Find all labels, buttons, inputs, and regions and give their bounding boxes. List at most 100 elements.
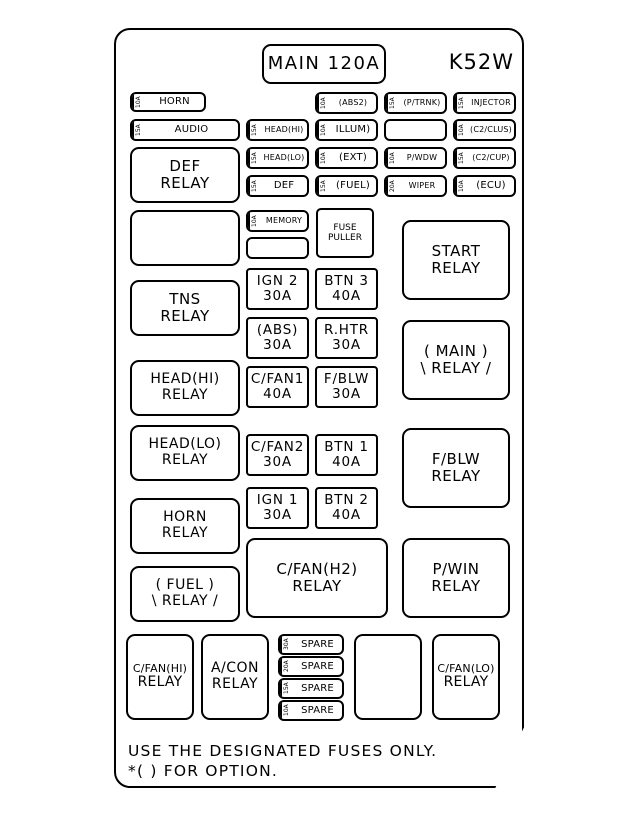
fuse-ext[interactable]: 10A (EXT) (315, 147, 378, 169)
fuse-head-hi-name: HEAD(HI) (264, 125, 304, 134)
fuse-blank-1[interactable] (246, 237, 309, 259)
fuse-r-htr[interactable]: R.HTR 30A (315, 317, 378, 359)
fuse-btn2[interactable]: BTN 2 40A (315, 487, 378, 529)
fuse-p-wdw[interactable]: 10A P/WDW (384, 147, 447, 169)
fuse-abs-name: (ABS) (256, 321, 299, 338)
relay-main-line2: \ RELAY / (420, 359, 492, 377)
relay-c-fan-hi-line1: C/FAN(HI) (132, 662, 188, 675)
fuse-abs-amp: 30A (263, 337, 292, 353)
fuse-c2-cup-amp: 15A (455, 149, 468, 167)
fuse-r-htr-amp: 30A (332, 337, 361, 353)
fuse-f-blw-amp: 30A (332, 386, 361, 402)
fuse-spare-30a-name: SPARE (301, 638, 334, 650)
fuse-memory-amp: 10A (248, 212, 261, 230)
fuse-injector-amp: 15A (455, 94, 468, 112)
relay-c-fan-lo-line1: C/FAN(LO) (437, 662, 495, 675)
relay-main-line1: ( MAIN ) (423, 342, 489, 361)
relay-start[interactable]: START RELAY (402, 220, 510, 300)
relay-main[interactable]: ( MAIN ) \ RELAY / (402, 320, 510, 400)
fuse-p-wdw-amp: 10A (386, 149, 399, 167)
fuse-puller[interactable]: FUSE PULLER (316, 208, 374, 258)
fuse-abs2[interactable]: 10A (ABS2) (315, 92, 378, 114)
relay-horn[interactable]: HORN RELAY (130, 498, 240, 554)
fuse-f-blw[interactable]: F/BLW 30A (315, 366, 378, 408)
fuse-spare-10a[interactable]: 10A SPARE (278, 700, 344, 721)
relay-def[interactable]: DEF RELAY (130, 147, 240, 203)
relay-c-fan-lo[interactable]: C/FAN(LO) RELAY (432, 634, 500, 720)
fuse-spare-15a-amp: 15A (280, 680, 293, 697)
relay-head-hi-line1: HEAD(HI) (150, 371, 220, 388)
fuse-ign2-amp: 30A (263, 288, 292, 304)
fuse-memory[interactable]: 10A MEMORY (246, 210, 309, 232)
fuse-fuel[interactable]: 15A (FUEL) (315, 175, 378, 197)
fuse-blank-2[interactable] (384, 119, 447, 141)
fuse-f-blw-name: F/BLW (323, 370, 370, 387)
relay-def-line2: RELAY (160, 174, 210, 192)
fuse-btn2-name: BTN 2 (324, 491, 369, 508)
fuse-c2-clus[interactable]: 10A (C2/CLUS) (453, 119, 516, 141)
fuse-head-hi-amp: 15A (248, 121, 261, 139)
fuse-btn2-amp: 40A (332, 507, 361, 523)
relay-c-fan-hi[interactable]: C/FAN(HI) RELAY (126, 634, 194, 720)
fuse-spare-15a[interactable]: 15A SPARE (278, 678, 344, 699)
fuse-wiper-amp: 20A (386, 177, 399, 195)
relay-horn-line2: RELAY (161, 525, 209, 541)
fuse-c-fan2-name: C/FAN2 (250, 438, 305, 455)
relay-head-hi-line2: RELAY (161, 387, 209, 403)
fuse-c2-cup[interactable]: 15A (C2/CUP) (453, 147, 516, 169)
fuse-btn3[interactable]: BTN 3 40A (315, 268, 378, 310)
relay-f-blw[interactable]: F/BLW RELAY (402, 428, 510, 508)
fuse-r-htr-name: R.HTR (324, 321, 369, 338)
footer-line-2: *( ) FOR OPTION. (128, 762, 279, 780)
fuse-c-fan2-amp: 30A (263, 454, 292, 470)
fuse-c-fan1-name: C/FAN1 (250, 370, 305, 387)
fuse-c2-cup-name: (C2/CUP) (472, 153, 510, 162)
fuse-head-hi[interactable]: 15A HEAD(HI) (246, 119, 309, 141)
fuse-c-fan1[interactable]: C/FAN1 40A (246, 366, 309, 408)
relay-c-fan-h2-line1: C/FAN(H2) (276, 560, 358, 579)
relay-head-hi[interactable]: HEAD(HI) RELAY (130, 360, 240, 416)
fuse-horn[interactable]: 10A HORN (130, 92, 206, 112)
relay-empty-1[interactable] (130, 210, 240, 266)
relay-tns-line2: RELAY (160, 307, 210, 325)
fuse-injector[interactable]: 15A INJECTOR (453, 92, 516, 114)
fuse-wiper-name: WIPER (408, 181, 436, 190)
relay-fuel[interactable]: ( FUEL ) \ RELAY / (130, 566, 240, 622)
fuse-def-amp: 15A (248, 177, 261, 195)
fuse-spare-20a[interactable]: 20A SPARE (278, 656, 344, 677)
relay-empty-2[interactable] (354, 634, 422, 720)
fuse-illum-name: ILLUM) (335, 124, 371, 136)
fuse-wiper[interactable]: 20A WIPER (384, 175, 447, 197)
relay-a-con[interactable]: A/CON RELAY (201, 634, 269, 720)
fuse-p-trnk[interactable]: 15A (P/TRNK) (384, 92, 447, 114)
relay-def-line1: DEF (169, 157, 201, 176)
relay-c-fan-h2[interactable]: C/FAN(H2) RELAY (246, 538, 388, 618)
fuse-box-diagram: MAIN 120A K52W 10A HORN 15A AUDIO 15A HE… (114, 28, 524, 788)
fuse-c-fan2[interactable]: C/FAN2 30A (246, 434, 309, 476)
relay-f-blw-line2: RELAY (431, 467, 481, 485)
fuse-illum[interactable]: 10A ILLUM) (315, 119, 378, 141)
fuse-audio-amp: 15A (132, 121, 145, 139)
fuse-btn1[interactable]: BTN 1 40A (315, 434, 378, 476)
fuse-btn1-name: BTN 1 (324, 438, 369, 455)
fuse-audio-name: AUDIO (174, 124, 209, 136)
fuse-head-lo[interactable]: 15A HEAD(LO) (246, 147, 309, 169)
relay-tns[interactable]: TNS RELAY (130, 280, 240, 336)
fuse-p-trnk-amp: 15A (386, 94, 399, 112)
relay-p-win-line1: P/WIN (432, 560, 480, 579)
relay-head-lo[interactable]: HEAD(LO) RELAY (130, 425, 240, 481)
relay-c-fan-h2-line2: RELAY (292, 577, 342, 595)
fuse-spare-30a[interactable]: 30A SPARE (278, 634, 344, 655)
fuse-audio[interactable]: 15A AUDIO (130, 119, 240, 141)
fuse-ign1[interactable]: IGN 1 30A (246, 487, 309, 529)
fuse-ecu[interactable]: 10A (ECU) (453, 175, 516, 197)
relay-p-win[interactable]: P/WIN RELAY (402, 538, 510, 618)
relay-fuel-line1: ( FUEL ) (155, 577, 215, 594)
fuse-def[interactable]: 15A DEF (246, 175, 309, 197)
fuse-spare-10a-name: SPARE (301, 704, 334, 716)
relay-a-con-line2: RELAY (211, 676, 259, 692)
main-fuse-120a[interactable]: MAIN 120A (262, 44, 386, 84)
fuse-ign2[interactable]: IGN 2 30A (246, 268, 309, 310)
fuse-abs[interactable]: (ABS) 30A (246, 317, 309, 359)
model-code-label: K52W (448, 50, 514, 74)
